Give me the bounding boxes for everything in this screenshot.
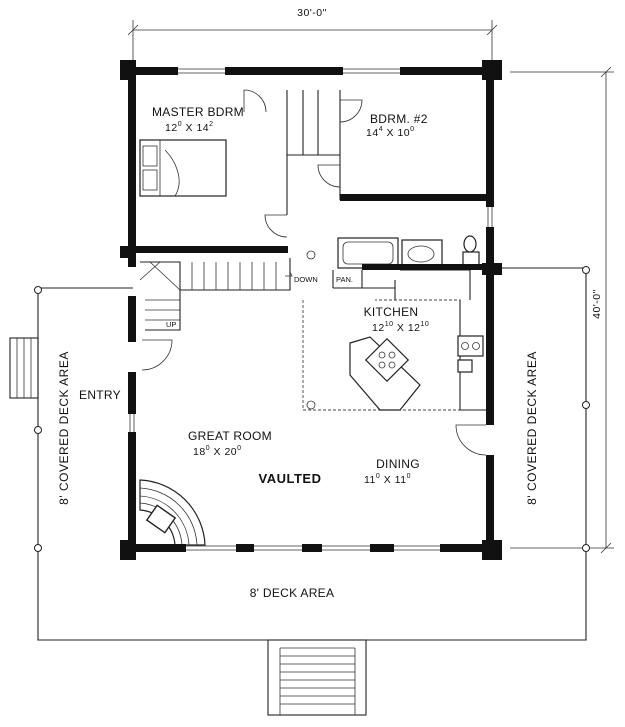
bath-fixtures xyxy=(337,235,480,269)
window-gaps xyxy=(129,68,493,551)
deck-left-label: 8' COVERED DECK AREA xyxy=(57,351,71,505)
kitchen-name: KITCHEN xyxy=(364,305,419,319)
depth-dimension: 40'-0" xyxy=(591,289,603,319)
fireplace xyxy=(139,479,206,546)
deck-bottom-label: 8' DECK AREA xyxy=(250,586,335,600)
master-bedroom: MASTER BDRM 120 X 142 xyxy=(152,105,244,134)
doors xyxy=(141,89,487,456)
dining-size: 110 X 110 xyxy=(364,473,411,486)
down-label: DOWN xyxy=(294,275,318,284)
vaulted-label: VAULTED xyxy=(259,471,322,486)
interior-stair xyxy=(139,261,293,321)
exterior-walls xyxy=(128,67,494,552)
great-room: GREAT ROOM 180 X 200 xyxy=(188,429,272,458)
bedroom-2-size: 144 X 100 xyxy=(366,126,415,139)
great-room-name: GREAT ROOM xyxy=(188,429,272,443)
deck-stairs xyxy=(279,647,356,715)
bedroom-2: BDRM. #2 144 X 100 xyxy=(366,112,428,139)
entry-label: ENTRY xyxy=(79,388,121,402)
kitchen: KITCHEN 1210 X 1210 xyxy=(364,305,429,334)
width-dimension: 30'-0" xyxy=(297,7,327,19)
dining-name: DINING xyxy=(376,457,420,471)
pantry-label: PAN. xyxy=(336,275,353,284)
dining: DINING 110 X 110 xyxy=(364,457,420,486)
stair-up-label: UP xyxy=(166,320,176,329)
bed xyxy=(139,139,227,197)
bedroom-2-name: BDRM. #2 xyxy=(370,112,428,126)
interior-walls xyxy=(128,194,490,270)
great-room-size: 180 X 200 xyxy=(193,445,242,458)
kitchen-fixtures xyxy=(306,250,486,411)
deck-right-label: 8' COVERED DECK AREA xyxy=(525,351,539,505)
deck-outline xyxy=(9,266,590,716)
dimension-lines xyxy=(127,20,614,554)
kitchen-size: 1210 X 1210 xyxy=(372,321,429,334)
master-bedroom-name: MASTER BDRM xyxy=(152,105,244,119)
master-bedroom-size: 120 X 142 xyxy=(165,121,214,134)
